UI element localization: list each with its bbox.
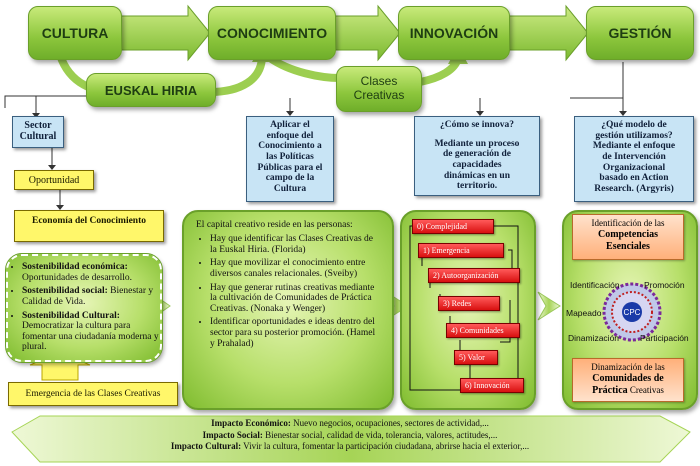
gestion-button: GESTIÓN xyxy=(586,6,694,60)
clases-creativas-label: Clases Creativas xyxy=(336,66,422,112)
emergencia-box: Emergencia de las Clases Creativas xyxy=(8,382,178,406)
sostenibilidad-cultural: Sostenibilidad Cultural: Democratizar la… xyxy=(22,311,160,354)
cpc-network-icon: CPC xyxy=(602,282,662,342)
sostenibilidad-social: Sostenibilidad social: Bienestar y Calid… xyxy=(22,286,160,307)
competencias-top-box: Identificación de las Competencias Esenc… xyxy=(572,214,684,260)
sostenibilidad-list: Sostenibilidad económica: Oportunidades … xyxy=(10,262,160,353)
capital-item: Hay que generar rutinas creativas median… xyxy=(210,283,382,315)
arrow-innovacion-gestion xyxy=(507,4,589,62)
identificacion-label: Identificación xyxy=(570,280,620,290)
capital-item: Hay que movilizar el conocimiento entre … xyxy=(210,258,382,279)
capital-intro: El capital creativo reside en las person… xyxy=(196,220,353,230)
step-innovacion: 6) Innovación xyxy=(460,378,524,393)
step-valor: 5) Valor xyxy=(454,350,498,365)
gestion-line-2: gestión utilizamos? xyxy=(595,130,673,141)
innova-line-1: ¿Cómo se innova? xyxy=(440,120,514,130)
clases-label: Clases xyxy=(360,74,398,89)
innova-line-2: Mediante un proceso xyxy=(434,138,520,149)
impacto-economico: Impacto Económico: Nuevo negocios, ocupa… xyxy=(211,418,489,428)
sector-cultural-box: Sector Cultural xyxy=(12,116,64,148)
sostenibilidad-panel: Sostenibilidad económica: Oportunidades … xyxy=(5,253,163,363)
gestion-box: ¿Qué modelo de gestión utilizamos? Media… xyxy=(574,116,694,202)
innova-line-3: de generación de xyxy=(442,149,512,160)
competencias-bottom-line-1: Dinamización de las xyxy=(591,362,665,372)
participacion-label: Participación xyxy=(640,333,689,343)
step-complejidad: 0) Complejidad xyxy=(412,219,494,234)
gestion-line-4: de Intervención xyxy=(602,151,666,162)
gestion-line-1: ¿Qué modelo de xyxy=(601,120,667,130)
competencias-bottom-line-2: Comunidades de xyxy=(592,372,664,384)
competencias-bottom-box: Dinamización de las Comunidades de Práct… xyxy=(572,358,684,402)
capital-list: Hay que identificar las Clases Creativas… xyxy=(198,234,382,349)
innova-line-6: territorio. xyxy=(456,181,498,192)
competencias-bottom-line-3: Práctica Creativas xyxy=(592,384,664,396)
aplicar-line-1: Aplicar el xyxy=(270,120,310,130)
arrow-conocimiento-innovacion xyxy=(331,4,401,62)
sostenibilidad-economica: Sostenibilidad económica: Oportunidades … xyxy=(22,262,160,283)
gestion-line-3: Mediante el enfoque xyxy=(592,141,676,152)
aplicar-box: Aplicar el enfoque del Conocimiento a la… xyxy=(246,116,334,202)
competencias-top-line-2: Competencias xyxy=(598,228,658,240)
aplicar-line-6: campo de la xyxy=(265,173,315,184)
capital-panel: El capital creativo reside en las person… xyxy=(182,210,394,410)
sector-label: Sector xyxy=(24,120,52,131)
gestion-line-5: Organizacional xyxy=(602,162,666,173)
innova-line-4: capacidades xyxy=(452,159,502,170)
creativas-label: Creativas xyxy=(353,88,405,102)
impacto-banner: Impacto Económico: Nuevo negocios, ocupa… xyxy=(60,418,640,453)
dinamizacion-label: Dinamización xyxy=(568,333,620,343)
cultura-button: CULTURA xyxy=(28,6,122,60)
arrow-cultura-conocimiento xyxy=(119,4,211,62)
impacto-social: Impacto Social: Bienestar social, calida… xyxy=(202,429,498,440)
step-comunidades: 4) Comunidades xyxy=(446,323,520,338)
innova-line-5: dinámicas en un xyxy=(444,170,510,181)
aplicar-line-2: enfoque del xyxy=(266,130,314,141)
cpc-center-label: CPC xyxy=(624,308,641,317)
capital-item: Identificar oportunidades e ideas dentro… xyxy=(210,317,382,349)
gestion-line-6: basado en Action xyxy=(599,173,669,184)
competencias-top-line-3: Esenciales xyxy=(606,240,650,252)
aplicar-line-3: Conocimiento a xyxy=(258,141,322,152)
aplicar-line-7: Cultura xyxy=(273,183,307,194)
step-redes: 3) Redes xyxy=(438,296,500,311)
step-emergencia: 1) Emergencia xyxy=(418,243,504,258)
mapeado-label: Mapeado xyxy=(566,308,602,318)
aplicar-line-5: Públicas para el xyxy=(257,162,323,173)
innovacion-button: INNOVACIÓN xyxy=(398,6,510,60)
promocion-label: Promoción xyxy=(644,280,685,290)
conocimiento-button: CONOCIMIENTO xyxy=(208,6,336,60)
gestion-line-7: Research. (Argyris) xyxy=(594,183,674,194)
oportunidad-box: Oportunidad xyxy=(14,170,94,190)
innova-box: ¿Cómo se innova? Mediante un proceso de … xyxy=(414,116,540,196)
competencias-top-line-1: Identificación de las xyxy=(591,218,665,228)
economia-box: Economía del Conocimiento xyxy=(14,210,164,242)
capital-item: Hay que identificar las Clases Creativas… xyxy=(210,234,382,255)
cultural-label: Cultural xyxy=(19,131,57,143)
step-autoorganizacion: 2) Autoorganización xyxy=(428,268,520,283)
euskal-hiria-label: EUSKAL HIRIA xyxy=(86,73,216,107)
aplicar-line-4: las Políticas xyxy=(266,151,314,162)
impacto-cultural: Impacto Cultural: Vivir la cultura, fome… xyxy=(170,441,530,452)
